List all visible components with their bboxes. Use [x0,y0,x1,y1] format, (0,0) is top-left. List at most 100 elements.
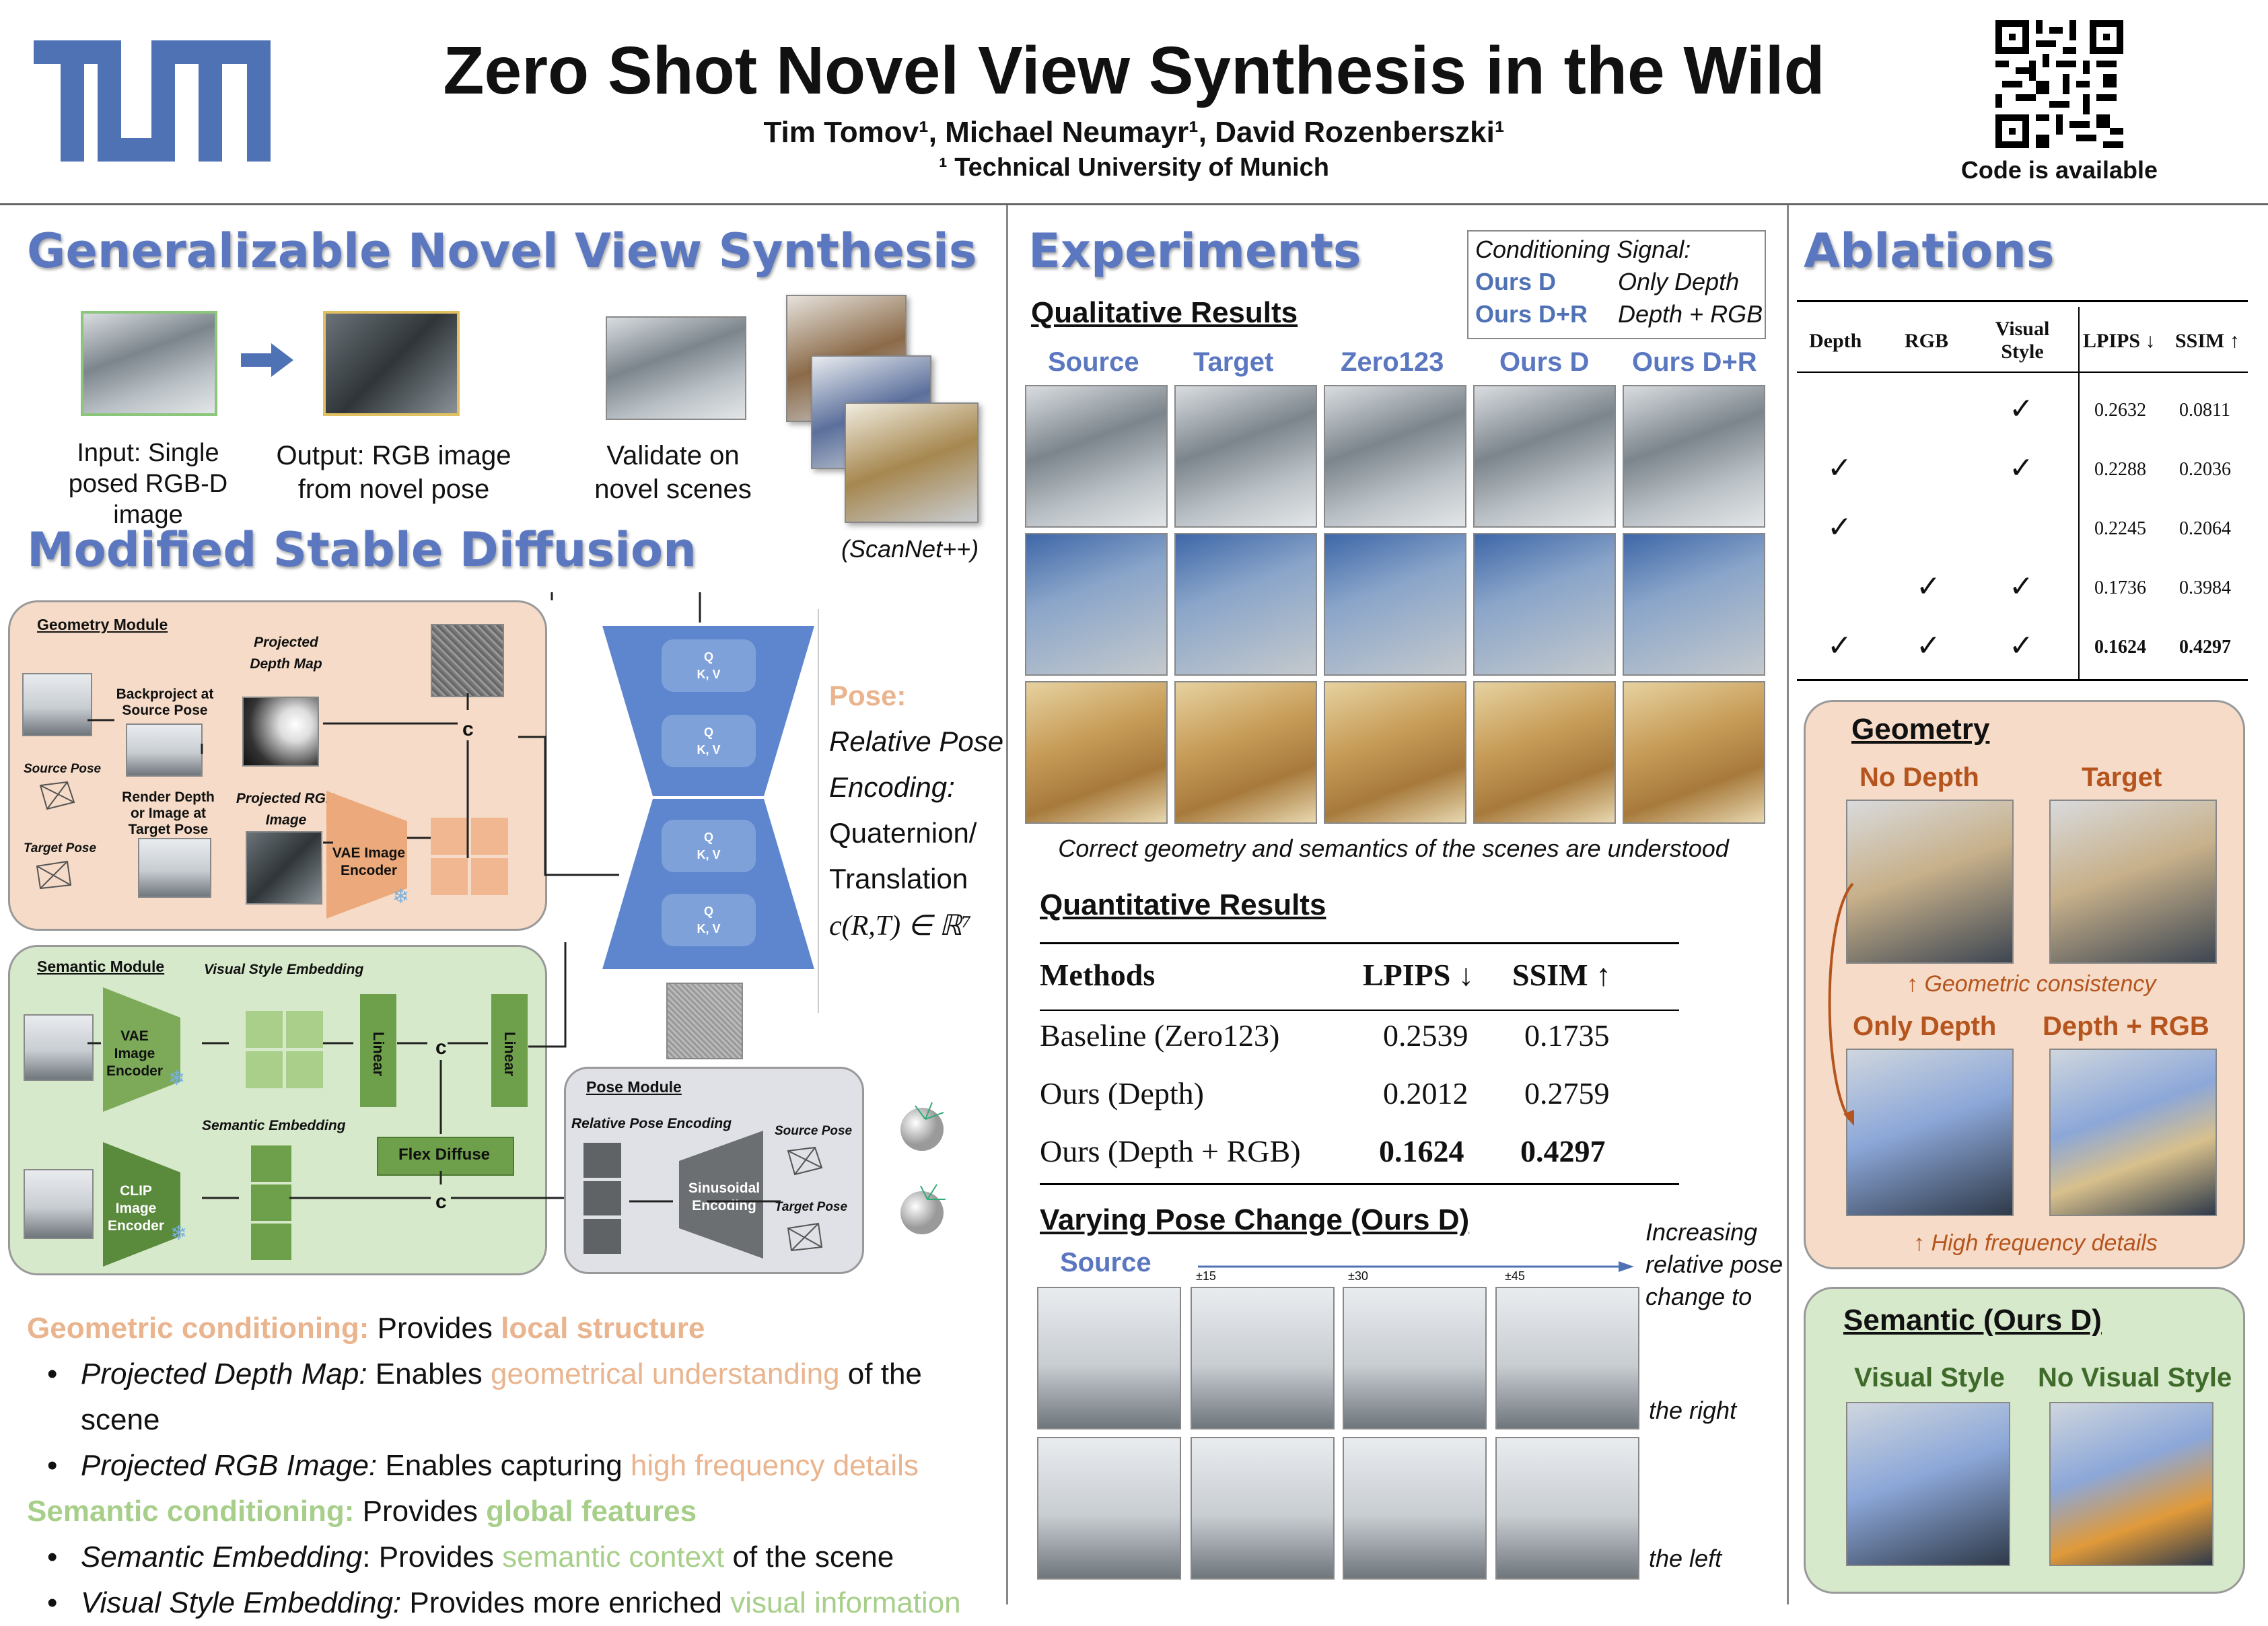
qr-label: Code is available [1960,156,2158,184]
quantitative-title: Quantitative Results [1040,888,1326,921]
abl-row-5-visual-check: ✓ [2009,629,2034,662]
increasing-text-1: Increasing [1645,1218,1758,1246]
sphere-icon-1 [900,1102,944,1151]
semantic-arrows [87,942,572,1199]
latent-grid-geo [431,818,508,895]
scene-3d-view [606,316,746,420]
bullet-depth-map: •Projected Depth Map: Enables geometrica… [47,1357,922,1436]
semantic-ablation-box: Semantic (Ours D) Visual Style No Visual… [1804,1287,2245,1594]
noise-latent [431,624,504,697]
input-image [81,311,217,416]
conditioning-text: Geometric conditioning: Provides local s… [27,1306,996,1626]
consistency-curve-arrow [1828,882,1854,1126]
high-frequency-label: ↑ High frequency details [1913,1230,2158,1256]
semantic-source-thumb-1 [24,1014,94,1081]
pose-arrows [629,1200,781,1203]
qualitative-caption: Correct geometry and semantics of the sc… [1058,835,1729,862]
qt-header-lpips: LPIPS ↓ [1363,958,1474,992]
visual-style-label: Visual Style Embedding [204,962,364,977]
render-depth-label: Render Depth or Image at Target Pose [122,789,215,837]
pointcloud-thumb [126,723,203,777]
pose-change-arrow [1198,1261,1634,1272]
linear-layer-1 [360,994,396,1107]
only-depth-label: Only Depth [1853,1012,1997,1041]
poster-title: Zero Shot Novel View Synthesis in the Wi… [443,33,1825,108]
abl-row-1-visual-check: ✓ [2009,392,2034,425]
angle-label-15: ±15 [1196,1269,1216,1283]
source-rgb-thumb [22,673,92,736]
column-divider-1 [1006,205,1008,1604]
clip-encoder-label: CLIP Image Encoder [107,1183,165,1234]
geometry-ablation-box: Geometry No Depth Target ↑ Geometric con… [1804,700,2245,1269]
visual-style-label: Visual Style [1854,1363,2005,1392]
angle-label-30: ±30 [1348,1269,1368,1283]
pose-change-title: Varying Pose Change (Ours D) [1040,1203,1470,1236]
semantic-embedding-block [251,1145,291,1260]
abl-row-2-ssim: 0.2036 [2179,459,2231,480]
qt-row-2-method: Ours (Depth) [1040,1076,1204,1110]
col-head-zero123: Zero123 [1341,347,1444,377]
qt-header-methods: Methods [1040,958,1156,992]
geometry-arrows [87,592,701,876]
projected-rgb-label: Projected RGB Image [236,791,336,828]
unet-diagram [602,626,814,969]
abl-row-3-depth-check: ✓ [1827,511,1852,544]
visual-style-image [1846,1402,2010,1566]
increasing-text-3: change to [1645,1283,1752,1310]
abl-row-3-ssim: 0.2064 [2179,518,2231,539]
flex-diffuse-box [377,1137,514,1176]
output-latent [666,983,743,1059]
abl-header-rgb: RGB [1905,330,1949,352]
abl-row-3-lpips: 0.2245 [2094,518,2146,539]
section-ablations-title: Ablations [1804,223,2055,279]
semantic-module-box: Semantic Module Visual Style Embedding V… [8,945,547,1275]
qt-row-2-lpips: 0.2012 [1383,1076,1468,1110]
scene-crop-3 [845,402,979,523]
pose-change-source-label: Source [1060,1248,1151,1277]
depth-map-thumb [242,697,319,767]
conditioning-signal-box: Conditioning Signal: Ours D Only Depth O… [1467,230,1766,339]
geometry-module-title: Geometry Module [37,616,168,633]
sem-conditioning-line: Semantic conditioning: Provides global f… [27,1495,697,1528]
semantic-ablation-title: Semantic (Ours D) [1843,1304,2102,1337]
pose-line-3: Quaternion/ [829,817,977,849]
pose-line-2: Encoding: [829,771,955,803]
dataset-label: (ScanNet++) [841,535,979,563]
semantic-module-title: Semantic Module [37,958,165,975]
abl-row-4-visual-check: ✓ [2009,570,2034,603]
pose-embedding-block [583,1143,621,1254]
snowflake-icon-3: ❄ [170,1222,188,1244]
abl-row-5-depth-check: ✓ [1827,629,1852,662]
no-visual-style-label: No Visual Style [2038,1363,2232,1392]
bullet-semantic-embedding: •Semantic Embedding: Provides semantic c… [47,1541,894,1574]
latent-grid-semantic [246,1011,323,1088]
target-label: Target [2082,763,2162,792]
col-head-source: Source [1048,347,1139,377]
sinusoidal-encoding-shape [679,1131,763,1259]
depth-rgb-image [2049,1049,2217,1216]
pose-target-label: Target Pose [775,1200,848,1214]
pose-target-camera-icon [787,1222,823,1252]
pose-source-label: Source Pose [775,1124,853,1138]
clip-encoder-shape [103,1142,180,1267]
source-pose-camera-icon [39,781,75,810]
pose-vertical-rule [818,609,819,1013]
target-pose-camera-icon [36,860,72,890]
qt-row-3-ssim: 0.4297 [1520,1134,1606,1168]
qt-row-2-ssim: 0.2759 [1524,1076,1610,1110]
qt-row-1-lpips: 0.2539 [1383,1018,1468,1053]
left-text: the left [1649,1545,1722,1572]
pose-source-camera-icon [787,1146,823,1176]
abl-row-4-rgb-check: ✓ [1916,570,1941,603]
cond-row-d-name: Ours D [1475,268,1557,295]
bullet-rgb-image: •Projected RGB Image: Enables capturing … [47,1449,919,1482]
abl-row-4-lpips: 0.1736 [2094,577,2146,598]
qr-code-icon[interactable] [1995,20,2123,148]
no-depth-label: No Depth [1859,763,1979,792]
vae-encoder-semantic-label: VAE Image Encoder [106,1028,164,1079]
abl-row-5-ssim: 0.4297 [2179,637,2231,658]
right-text: the right [1649,1397,1737,1424]
increasing-text-2: relative pose [1645,1250,1783,1278]
